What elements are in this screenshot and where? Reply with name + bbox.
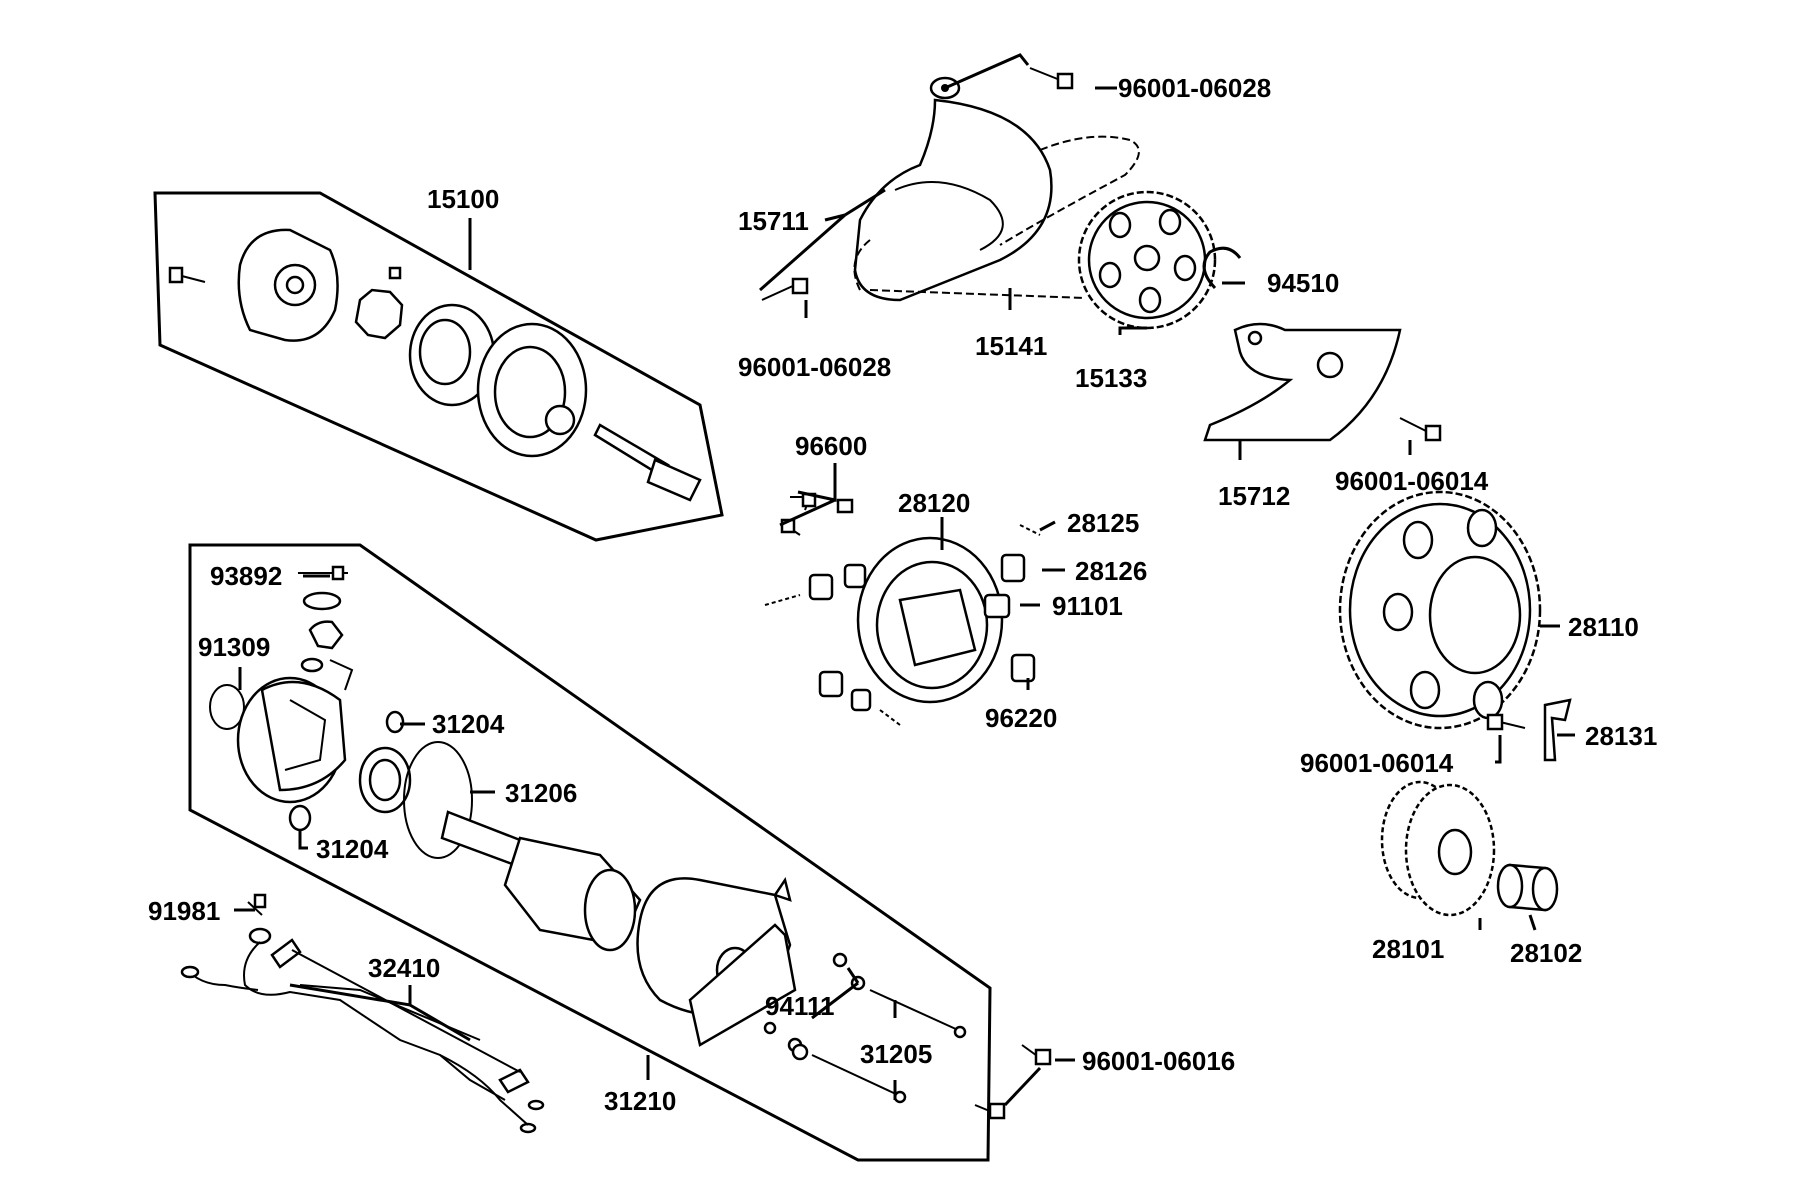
part-label-96001-06014-right: 96001-06014 xyxy=(1335,466,1489,496)
part-label-31206: 31206 xyxy=(505,778,577,808)
part-label-94510: 94510 xyxy=(1267,268,1339,298)
part-label-91981: 91981 xyxy=(148,896,220,926)
bushing-28102 xyxy=(1496,863,1559,912)
part-label-28102: 28102 xyxy=(1510,938,1582,968)
bolts-bottom xyxy=(974,1044,1052,1120)
part-label-31210: 31210 xyxy=(604,1086,676,1116)
part-label-15711: 15711 xyxy=(738,206,809,236)
part-label-15141: 15141 xyxy=(975,331,1047,361)
gear-28101 xyxy=(1380,780,1496,917)
part-label-96600: 96600 xyxy=(795,431,867,461)
part-label-31204-upper: 31204 xyxy=(432,709,505,739)
group-outline-15100 xyxy=(153,191,724,542)
chain-guide-15711 xyxy=(853,76,1053,302)
chain-guide-15712 xyxy=(1203,322,1402,442)
part-label-94111: 94111 xyxy=(765,991,834,1021)
oil-pump-parts-15100 xyxy=(168,228,702,502)
part-label-28125: 28125 xyxy=(1067,508,1139,538)
wire-harness-32410 xyxy=(180,893,545,1134)
part-label-28126: 28126 xyxy=(1075,556,1147,586)
part-label-28110: 28110 xyxy=(1568,612,1639,642)
group-outline-31210 xyxy=(188,543,992,1162)
part-label-96001-06028-top: 96001-06028 xyxy=(1118,73,1271,103)
part-label-15100: 15100 xyxy=(427,184,499,214)
part-label-93892: 93892 xyxy=(210,561,282,591)
part-label-15133: 15133 xyxy=(1075,363,1147,393)
circlip-94510 xyxy=(1202,246,1242,290)
starter-clutch-parts xyxy=(764,492,1041,726)
starter-motor-parts xyxy=(209,565,967,1104)
driven-gear-28110 xyxy=(1338,490,1542,730)
part-label-28101: 28101 xyxy=(1372,934,1444,964)
part-label-96220: 96220 xyxy=(985,703,1057,733)
part-label-28120: 28120 xyxy=(898,488,970,518)
plate-28131 xyxy=(1486,698,1572,762)
leader-lines xyxy=(234,53,1575,1107)
part-label-28131: 28131 xyxy=(1585,721,1657,751)
part-label-96001-06016: 96001-06016 xyxy=(1082,1046,1235,1076)
part-label-15712: 15712 xyxy=(1218,481,1290,511)
part-label-31204-lower: 31204 xyxy=(316,834,389,864)
part-label-91101: 91101 xyxy=(1052,591,1123,621)
part-label-31205: 31205 xyxy=(860,1039,932,1069)
part-label-96001-06028-left: 96001-06028 xyxy=(738,352,891,382)
part-label-32410: 32410 xyxy=(368,953,440,983)
sprocket-15133 xyxy=(1077,190,1217,330)
part-label-96001-06014-lower: 96001-06014 xyxy=(1300,748,1454,778)
chain-15141 xyxy=(853,135,1140,299)
bolts-top xyxy=(761,67,1442,442)
part-label-91309: 91309 xyxy=(198,632,270,662)
